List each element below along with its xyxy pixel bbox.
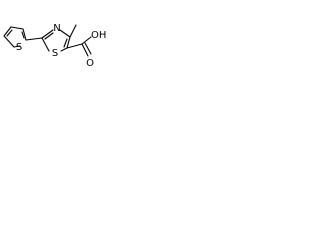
double-bond [6,29,13,37]
bond [66,43,83,49]
double-bond [21,31,25,39]
carboxylic-acid-group [66,36,92,57]
thiazole-nitrogen-label: N [53,23,60,34]
bond [41,37,50,52]
bond [66,36,71,49]
carbonyl-oxygen-label: O [86,58,94,69]
bond [41,29,54,39]
bond [3,35,15,48]
thiazole-sulfur-label: S [52,48,58,59]
thiophene-ring [3,26,27,48]
bond [81,36,92,45]
bond [60,47,68,52]
thiophene-sulfur-label: S [16,42,22,53]
bond [3,26,12,37]
bond [13,45,21,48]
carbonyl-bond [84,42,92,55]
bond [22,28,27,41]
carbonyl-bond [81,43,89,57]
double-bond [63,38,68,48]
chemical-structure: S N S O OH [3,23,106,69]
hydroxyl-label: OH [91,30,106,41]
bond [59,29,71,38]
methyl-bond [69,24,77,38]
bond [25,37,43,41]
bond [10,26,24,30]
double-bond [44,32,54,40]
thiazole-ring [41,29,71,52]
